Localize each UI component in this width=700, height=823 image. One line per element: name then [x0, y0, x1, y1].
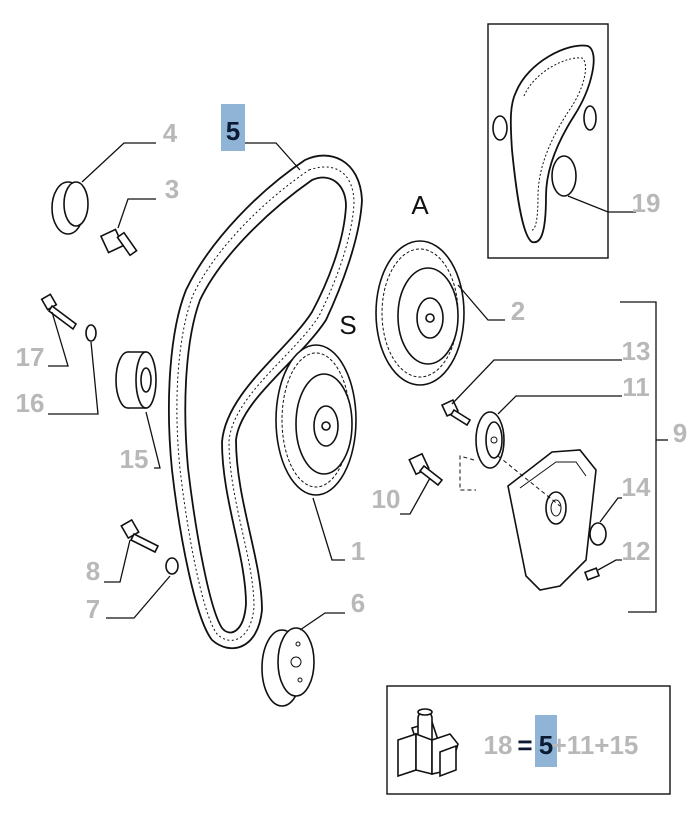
callout-15: 15: [120, 444, 149, 474]
idler-roller: [115, 351, 157, 409]
callout-8: 8: [86, 556, 100, 586]
kit-rest-parts: +11+15: [552, 730, 639, 760]
callout-14: 14: [622, 472, 651, 502]
callout-11: 11: [622, 372, 650, 402]
nut-14: [589, 522, 607, 546]
callout-9: 9: [673, 418, 687, 448]
callout-1: 1: [351, 536, 365, 566]
kit-number: 18: [484, 730, 513, 760]
kit-highlight-part: 5: [539, 730, 553, 760]
callout-2: 2: [511, 296, 525, 326]
callout-5: 5: [226, 116, 240, 146]
label-a: A: [411, 190, 429, 220]
crank-pulley: [261, 627, 315, 707]
inset-frame: [487, 23, 609, 259]
callout-16: 16: [16, 388, 45, 418]
callout-6: 6: [351, 588, 365, 618]
kit-highlight: [535, 715, 557, 767]
callout-4: 4: [163, 118, 178, 148]
tensioner-pulley: [475, 411, 505, 469]
plug-cap: [51, 181, 89, 235]
callout-19: 19: [632, 188, 661, 218]
cam-pulley-a: [375, 240, 465, 386]
bolt-13: [440, 398, 472, 427]
screw-17: [40, 293, 78, 331]
callout-12: 12: [622, 536, 651, 566]
cam-pulley-s: [275, 344, 357, 496]
washer-7: [165, 557, 179, 575]
callout-17: 17: [16, 342, 45, 372]
callout-13: 13: [622, 336, 651, 366]
pin-12: [583, 567, 601, 581]
label-s: S: [339, 310, 356, 340]
callout-10: 10: [372, 484, 401, 514]
bolt-3: [99, 228, 138, 257]
kit-equals: =: [517, 730, 532, 760]
tensioner-bracket: [507, 449, 597, 591]
callout-7: 7: [86, 594, 100, 624]
callout-3: 3: [165, 174, 179, 204]
parts-kit-icon: [397, 708, 459, 778]
inset-belt-assembly: [492, 44, 597, 244]
bolt-8: [120, 518, 160, 554]
timing-belt: [168, 154, 363, 650]
bolt-10: [408, 452, 444, 487]
washer-16: [85, 324, 97, 342]
callout-5-highlight: [221, 104, 245, 151]
